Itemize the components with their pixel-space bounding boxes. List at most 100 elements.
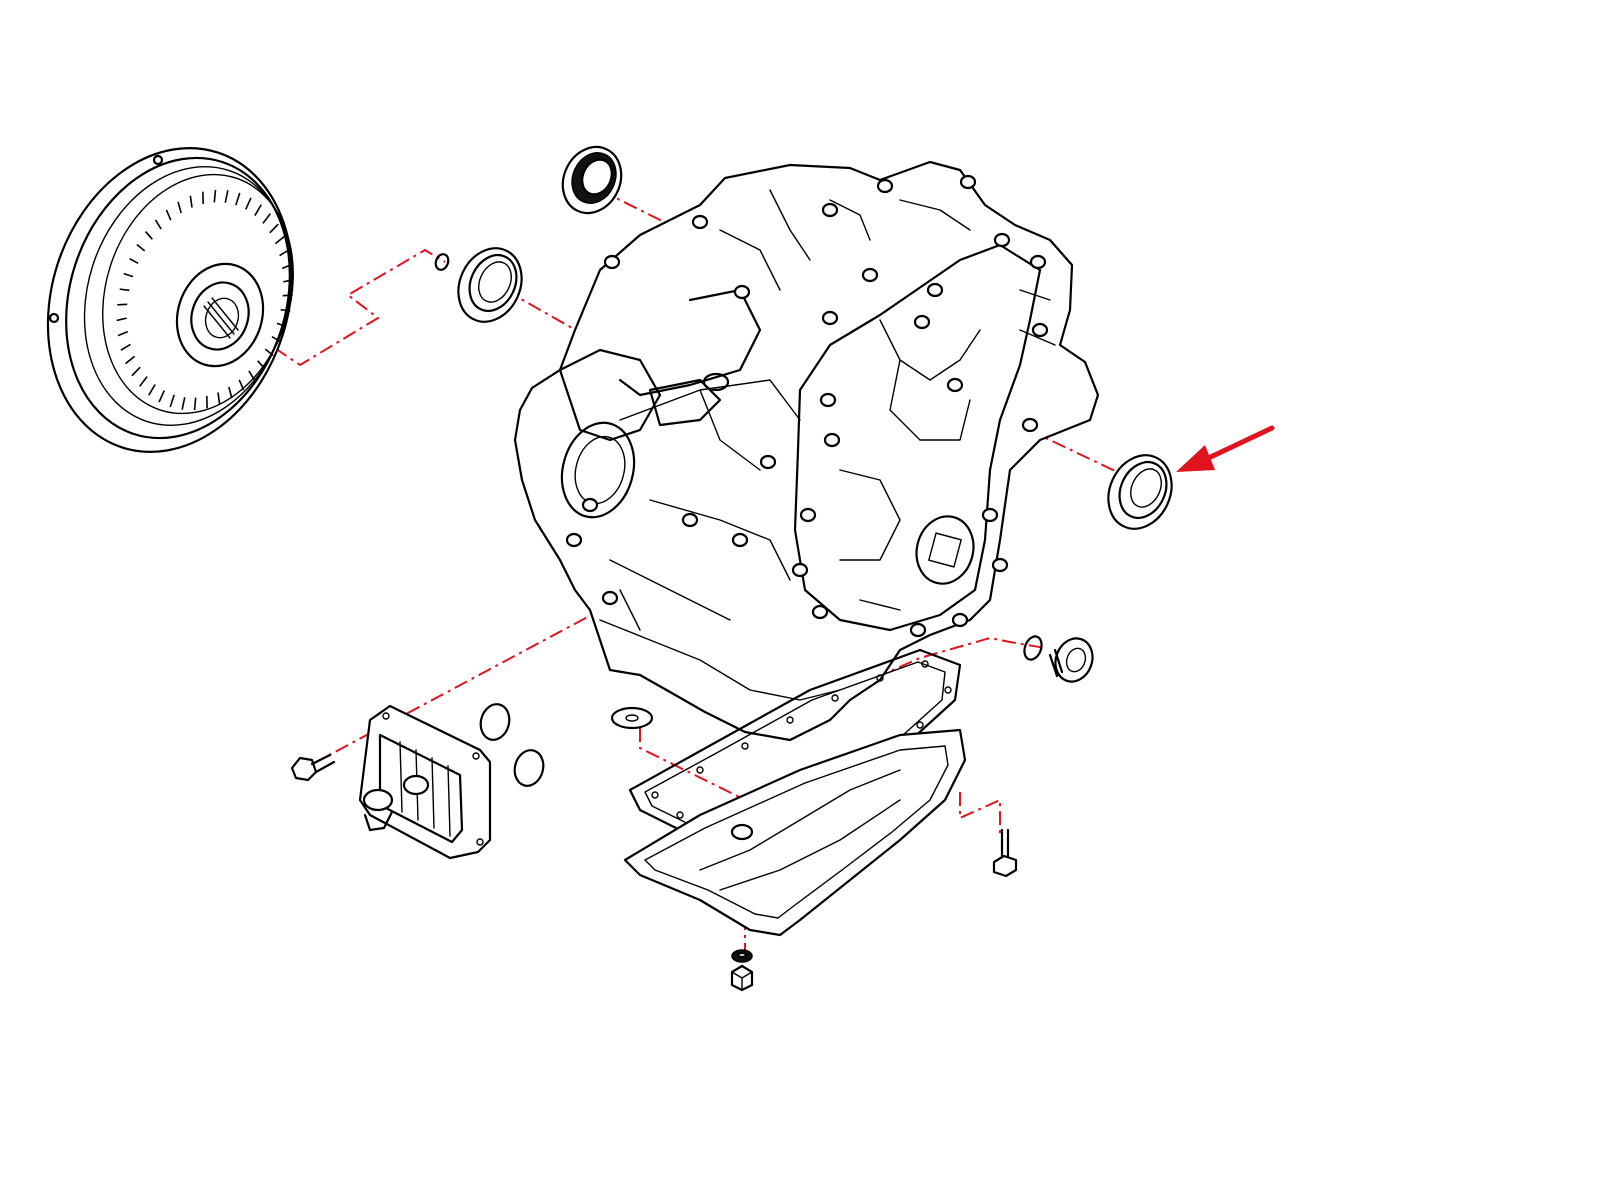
vane-tick bbox=[262, 213, 271, 224]
vane-tick bbox=[119, 288, 130, 292]
case-bolt bbox=[913, 314, 931, 330]
magnet-washer bbox=[610, 706, 654, 730]
converter-housing-oil-seal bbox=[457, 247, 523, 323]
gasket-bolt-hole bbox=[944, 686, 952, 694]
gasket-bolt-hole bbox=[916, 721, 924, 729]
vane-tick bbox=[248, 370, 256, 381]
vane-tick bbox=[257, 360, 266, 369]
vane-tick bbox=[117, 303, 128, 306]
leader-filler-plug bbox=[824, 636, 1046, 701]
oil-pan bbox=[623, 728, 967, 937]
vane-tick bbox=[235, 192, 241, 206]
vane-tick bbox=[238, 379, 245, 391]
vane-tick bbox=[154, 219, 162, 230]
vane-tick bbox=[282, 294, 293, 297]
vane-tick bbox=[136, 243, 146, 252]
vane-tick bbox=[131, 366, 141, 377]
gasket-bolt-hole bbox=[921, 660, 929, 668]
case-bolt bbox=[733, 284, 751, 300]
case-bolt bbox=[1021, 417, 1039, 433]
case-bolt bbox=[811, 604, 829, 620]
vane-tick bbox=[129, 257, 139, 265]
gasket-bolt-hole bbox=[831, 694, 839, 702]
vane-tick bbox=[148, 384, 156, 396]
filler-plug-o-ring bbox=[1023, 635, 1043, 661]
case-bolt bbox=[581, 497, 599, 513]
case-bolt bbox=[951, 612, 969, 628]
leader-cooler bbox=[304, 604, 611, 769]
vane-tick bbox=[139, 376, 148, 387]
vane-tick bbox=[264, 348, 274, 357]
vane-tick bbox=[245, 197, 252, 210]
gasket-bolt-hole bbox=[676, 811, 684, 819]
vane-tick bbox=[224, 190, 229, 203]
case-bolt bbox=[819, 392, 837, 408]
case-bolt bbox=[876, 178, 894, 194]
case-bolt bbox=[799, 507, 817, 523]
case-bolt bbox=[821, 202, 839, 218]
vane-tick bbox=[279, 249, 290, 257]
vane-tick bbox=[169, 394, 175, 408]
vane-tick bbox=[125, 355, 136, 365]
vane-tick bbox=[144, 231, 153, 240]
fluid-cooler bbox=[358, 704, 492, 860]
gasket-bolt-hole bbox=[651, 791, 659, 799]
vane-tick bbox=[158, 390, 165, 403]
case-bolt bbox=[861, 267, 879, 283]
case-bolt bbox=[981, 507, 999, 523]
cooler-bolt bbox=[290, 753, 336, 782]
vane-tick bbox=[181, 397, 186, 410]
case-bolt bbox=[1029, 254, 1047, 270]
vane-tick bbox=[177, 201, 182, 214]
leader-torque-converter bbox=[229, 248, 446, 367]
o-ring bbox=[434, 253, 450, 271]
case-bolts bbox=[565, 174, 1049, 638]
vane-tick bbox=[189, 195, 193, 208]
gasket-bolt-hole bbox=[696, 766, 704, 774]
case-bolt bbox=[993, 232, 1011, 248]
case-bolt bbox=[731, 532, 749, 548]
case-bolt bbox=[603, 254, 621, 270]
side-oil-seal bbox=[1107, 454, 1173, 530]
vane-tick bbox=[123, 272, 134, 278]
vane-tick bbox=[117, 330, 129, 337]
drain-plug-gasket bbox=[731, 949, 753, 963]
gasket-bolt-hole bbox=[786, 716, 794, 724]
vane-tick bbox=[254, 204, 262, 216]
vane-tick bbox=[193, 397, 197, 411]
vane-tick bbox=[274, 235, 285, 245]
case-bolt bbox=[601, 590, 619, 606]
gasket-bolt-hole bbox=[876, 674, 884, 682]
drain-plug bbox=[730, 964, 754, 992]
leader-pan-bolt bbox=[959, 792, 1001, 835]
case-bolt bbox=[759, 454, 777, 470]
case-bolt bbox=[909, 622, 927, 638]
vane-tick bbox=[280, 308, 291, 312]
case-bolt bbox=[823, 432, 841, 448]
case-bolt bbox=[691, 214, 709, 230]
vane-tick bbox=[120, 343, 131, 351]
case-bolt bbox=[926, 282, 944, 298]
vane-tick bbox=[276, 322, 287, 328]
filler-plug bbox=[1048, 637, 1094, 683]
vane-tick bbox=[283, 278, 294, 283]
gasket-bolt-hole bbox=[741, 742, 749, 750]
case-bolt bbox=[791, 562, 809, 578]
vane-tick bbox=[165, 209, 172, 221]
pan-bolt bbox=[992, 828, 1018, 878]
case-bolt bbox=[959, 174, 977, 190]
vane-tick bbox=[271, 335, 281, 343]
highlight-arrow-shaft bbox=[1197, 425, 1275, 465]
vane-tick bbox=[116, 317, 127, 322]
vane-tick bbox=[228, 386, 233, 399]
case-bolt bbox=[681, 512, 699, 528]
vane-tick bbox=[269, 223, 279, 234]
torque-converter-vanes bbox=[116, 189, 294, 411]
torque-converter bbox=[46, 147, 294, 453]
upper-oil-seal bbox=[561, 145, 623, 215]
vane-tick bbox=[217, 392, 221, 405]
case-bolt bbox=[565, 532, 583, 548]
case-bolt bbox=[946, 377, 964, 393]
vane-tick bbox=[213, 189, 217, 203]
